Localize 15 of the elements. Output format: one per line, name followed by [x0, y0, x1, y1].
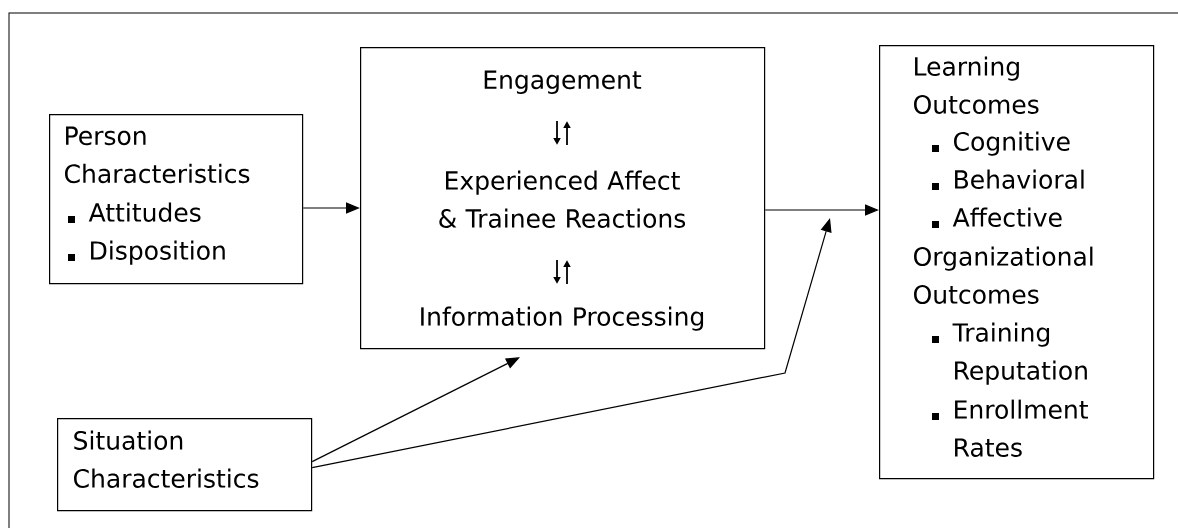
box-text: Engagement	[484, 70, 642, 95]
box-text: Experienced Affect & Trainee Reactions	[439, 170, 686, 228]
box-text: Behavioral	[955, 169, 1084, 189]
arrow	[311, 357, 520, 463]
box-text: Cognitive	[954, 131, 1070, 156]
box-text: Enrollment Rates	[955, 399, 1088, 457]
box-text: Affective	[952, 207, 1062, 227]
box-text: Attitudes	[88, 202, 201, 222]
box-text: Information Processing	[421, 306, 704, 331]
box-text: Training Reputation	[952, 322, 1087, 385]
box-text: Learning Outcomes	[914, 56, 1039, 114]
box-text: Person Characteristics	[65, 126, 250, 184]
box-text: Organizational Outcomes	[914, 246, 1093, 304]
box-text: Disposition	[91, 240, 225, 265]
box-text: Situation Characteristics	[74, 430, 259, 488]
